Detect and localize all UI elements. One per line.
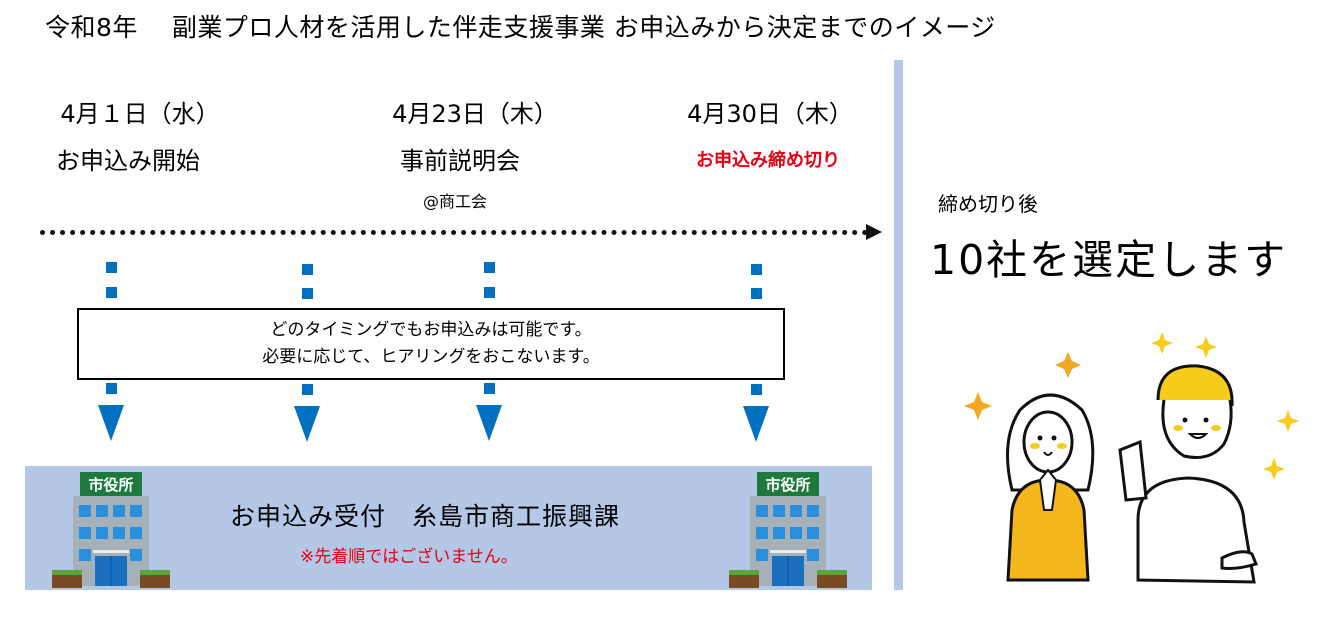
happy-couple-icon [964,332,1299,584]
reception-note: ※先着順ではございません。 [300,547,518,567]
milestone-date-briefing: 4月23日（木） [392,100,558,128]
arrow-down-icon [98,405,124,441]
milestone-event-briefing: 事前説明会 [400,147,520,175]
milestone-event-start: お申込み開始 [56,147,200,175]
connector-dash [484,287,495,298]
timeline-dotted-line [40,230,868,235]
reception-title: お申込み受付 糸島市商工振興課 [230,502,621,531]
milestone-venue: @商工会 [422,192,487,211]
connector-dash [484,262,495,273]
connector-dash [302,264,313,275]
milestone-event-deadline: お申込み締め切り [696,150,840,171]
timing-note-line2: 必要に応じて、ヒアリングをおこないます。 [262,347,600,367]
arrow-down-icon [743,406,769,442]
connector-dash [302,384,313,395]
section-divider [894,60,903,590]
page-title: 令和8年 副業プロ人材を活用した伴走支援事業 お申込みから決定までのイメージ [45,13,996,42]
milestone-date-deadline: 4月30日（木） [687,100,853,128]
svg-text:市役所: 市役所 [88,476,133,494]
city-hall-building-icon: 市役所 [52,472,170,588]
milestone-date-start: 4月１日（水） [60,100,220,128]
selection-headline: 10社を選定します [930,236,1288,284]
city-hall-building-icon: 市役所 [729,472,847,588]
connector-dash [302,288,313,299]
connector-dash [751,288,762,299]
connector-dash [106,262,117,273]
reception-band [25,466,872,590]
svg-text:市役所: 市役所 [765,476,810,494]
connector-dash [106,383,117,394]
arrow-down-icon [476,405,502,441]
connector-dash [106,287,117,298]
after-deadline-label: 締め切り後 [938,192,1038,216]
connector-dash [751,384,762,395]
arrow-down-icon [294,406,320,442]
timeline-arrowhead-icon [866,224,882,240]
connector-dash [484,383,495,394]
timing-note-line1: どのタイミングでもお申込みは可能です。 [270,320,592,340]
connector-dash [751,264,762,275]
timing-note-box: どのタイミングでもお申込みは可能です。 必要に応じて、ヒアリングをおこないます。 [77,308,785,380]
